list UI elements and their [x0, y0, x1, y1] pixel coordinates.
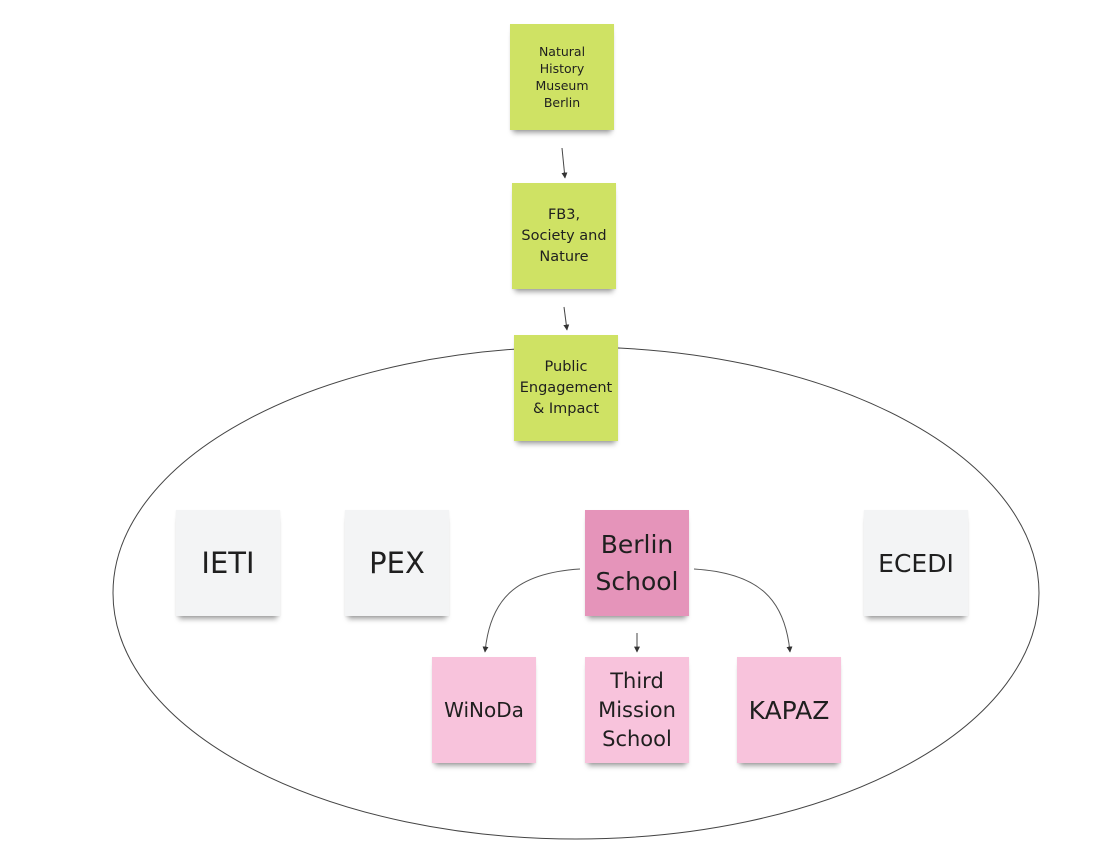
sticky-public-engagement-impact[interactable]: Public Engagement & Impact — [514, 335, 618, 441]
sticky-kapaz[interactable]: KAPAZ — [737, 657, 841, 763]
sticky-label: FB3, Society and Nature — [521, 206, 607, 265]
connector-berlin-school-to-kapaz[interactable] — [693, 568, 793, 653]
connector-berlin-school-to-winoda[interactable] — [482, 568, 581, 653]
sticky-label: IETI — [201, 546, 255, 580]
sticky-third-mission-school[interactable]: Third Mission School — [585, 657, 689, 763]
connector-nhm-to-fb3[interactable] — [561, 147, 568, 179]
sticky-label: PEX — [369, 546, 425, 580]
sticky-label: Natural History Museum Berlin — [535, 44, 589, 110]
sticky-label: ECEDI — [878, 548, 954, 578]
sticky-pex[interactable]: PEX — [345, 510, 449, 616]
sticky-label: Third Mission School — [598, 668, 676, 751]
sticky-label: Public Engagement & Impact — [519, 358, 613, 417]
sticky-ecedi[interactable]: ECEDI — [864, 510, 968, 616]
sticky-label: WiNoDa — [444, 698, 524, 722]
sticky-label: KAPAZ — [748, 695, 830, 725]
sticky-berlin-school[interactable]: Berlin School — [585, 510, 689, 616]
sticky-ieti[interactable]: IETI — [176, 510, 280, 616]
sticky-label: Berlin School — [595, 530, 679, 596]
sticky-winoda[interactable]: WiNoDa — [432, 657, 536, 763]
sticky-natural-history-museum-berlin[interactable]: Natural History Museum Berlin — [510, 24, 614, 130]
connector-fb3-to-pei[interactable] — [563, 306, 570, 331]
sticky-fb3-society-and-nature[interactable]: FB3, Society and Nature — [512, 183, 616, 289]
